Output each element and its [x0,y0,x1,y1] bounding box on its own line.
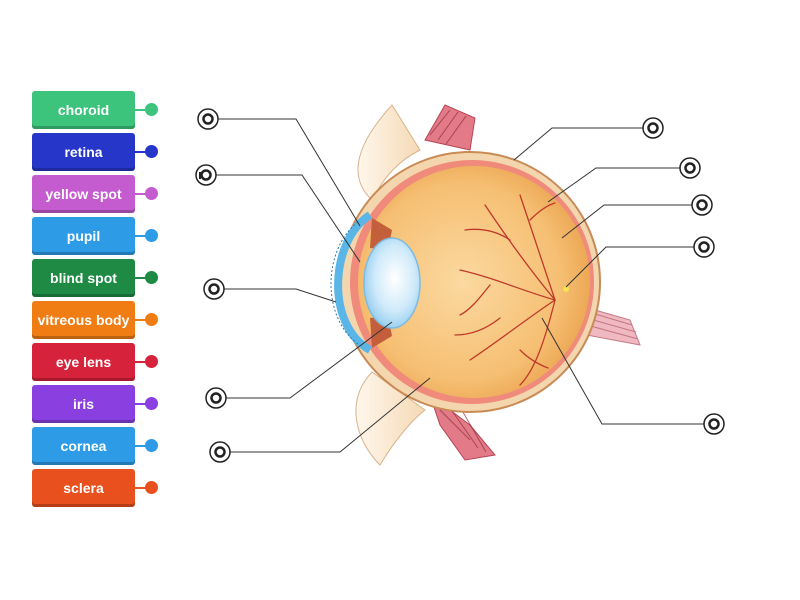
lens-shape [364,238,420,328]
tile-text: iris [73,397,94,412]
target-icon [692,195,712,215]
target-icon [680,158,700,178]
tile-text: yellow spot [45,187,121,202]
tile-handle-dot[interactable] [145,439,158,452]
tile-text: blind spot [50,271,117,286]
tile-text: cornea [61,439,107,454]
tile-text: pupil [67,229,100,244]
tile-handle-dot[interactable] [145,397,158,410]
tile-text: vitreous body [38,313,130,328]
tile-text: sclera [63,481,103,496]
label-tile-vitreous-body[interactable]: vitreous body [32,301,135,339]
tile-text: eye lens [56,355,111,370]
target-icon [210,442,230,462]
tile-text: choroid [58,103,109,118]
partial-target-icon [196,165,216,185]
target-icon [204,279,224,299]
tile-handle-dot[interactable] [145,271,158,284]
upper-muscle [425,105,475,150]
label-tile-pupil[interactable]: pupil [32,217,135,255]
target-icon [643,118,663,138]
tile-handle-dot[interactable] [145,229,158,242]
tile-handle-dot[interactable] [145,187,158,200]
tile-handle-dot[interactable] [145,145,158,158]
label-tile-iris[interactable]: iris [32,385,135,423]
target-icon [198,109,218,129]
label-tile-eye-lens[interactable]: eye lens [32,343,135,381]
target-icon [704,414,724,434]
label-tile-blind-spot[interactable]: blind spot [32,259,135,297]
tile-handle-dot[interactable] [145,103,158,116]
target-icon [206,388,226,408]
label-tile-sclera[interactable]: sclera [32,469,135,507]
label-tile-choroid[interactable]: choroid [32,91,135,129]
target-icon [694,237,714,257]
label-tile-yellow-spot[interactable]: yellow spot [32,175,135,213]
tile-handle-dot[interactable] [145,355,158,368]
tile-handle-dot[interactable] [145,313,158,326]
tile-text: retina [64,145,102,160]
tile-handle-dot[interactable] [145,481,158,494]
label-tile-retina[interactable]: retina [32,133,135,171]
label-tile-cornea[interactable]: cornea [32,427,135,465]
label-tile-list: choroid retina yellow spot pupil blind s… [32,91,162,511]
